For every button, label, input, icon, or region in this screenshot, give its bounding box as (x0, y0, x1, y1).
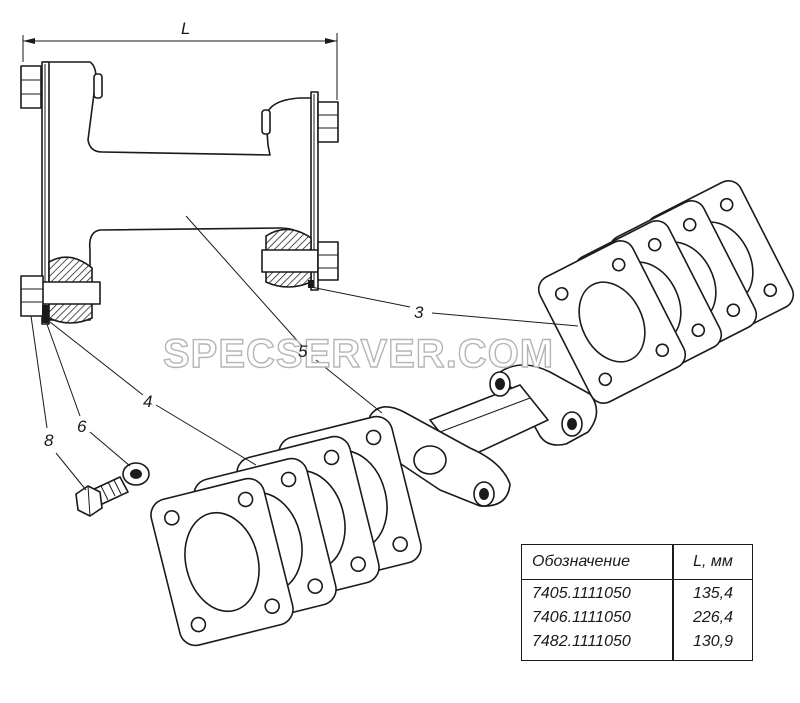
header-length: L, мм (693, 553, 733, 570)
callout-5: 5 (298, 342, 308, 361)
row-3-designation: 7482.1111050 (532, 633, 631, 650)
callout-3: 3 (414, 303, 424, 322)
row-1-length: 135,4 (692, 585, 734, 602)
leader-lines (30, 215, 579, 491)
spec-table: Обозначение L, мм 7405.1111050 135,4 740… (521, 544, 753, 661)
callout-8: 8 (44, 431, 54, 450)
row-3-length: 130,9 (692, 633, 734, 650)
spec-table-divider (672, 545, 674, 660)
callout-4: 4 (143, 392, 152, 411)
callout-6: 6 (77, 417, 87, 436)
gasket-pack-lower (150, 415, 422, 647)
pipe-bracket (20, 61, 339, 325)
row-1-designation: 7405.1111050 (532, 585, 631, 602)
header-designation: Обозначение (532, 553, 631, 570)
bolt-and-washer (75, 462, 150, 517)
gasket-pack-upper (537, 180, 795, 404)
spec-table-header (522, 545, 752, 580)
watermark: SPECSERVER.COM (163, 332, 554, 376)
dimension-label: L (181, 19, 190, 38)
dimension-l: L (22, 19, 338, 100)
row-2-length: 226,4 (692, 609, 734, 626)
row-2-designation: 7406.1111050 (532, 609, 631, 626)
